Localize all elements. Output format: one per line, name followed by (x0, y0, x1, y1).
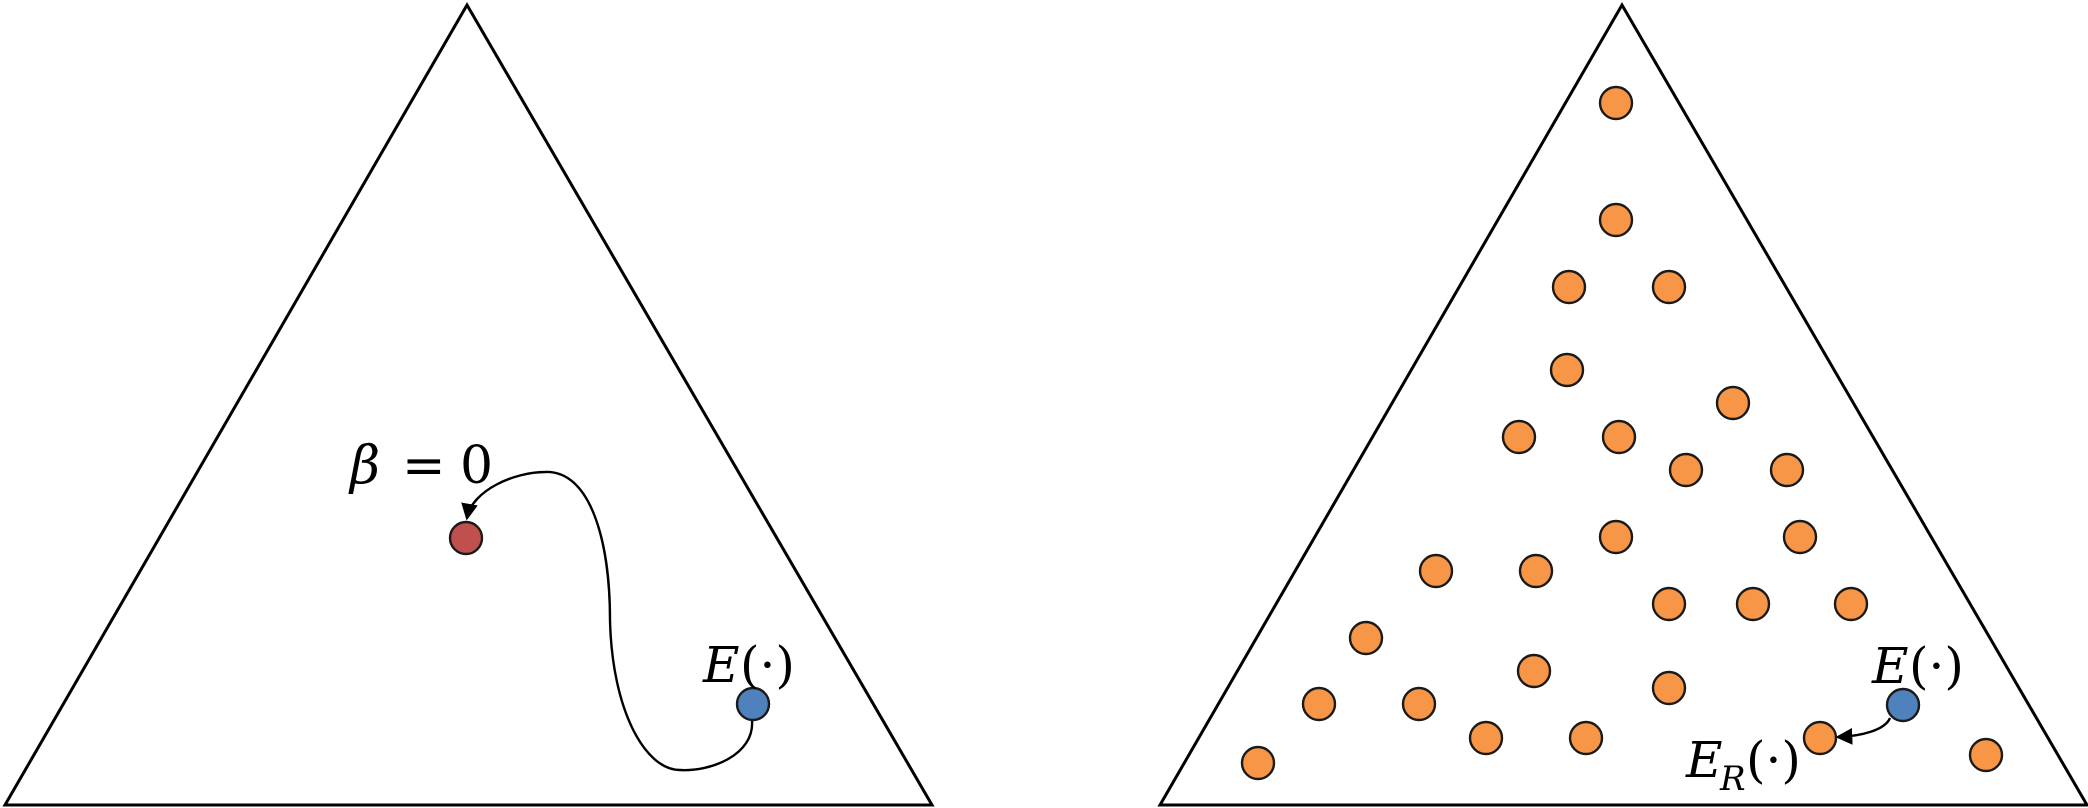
sample-dot (1568, 720, 1604, 756)
sample-dot (1418, 553, 1454, 589)
sample-dot (1715, 385, 1751, 421)
sample-dot (1651, 586, 1687, 622)
left-trajectory-arrow (461, 470, 754, 772)
expert-label-left: E (·) (702, 636, 795, 694)
right-simplex-triangle (1157, 2, 2088, 807)
sample-dot (1468, 720, 1504, 756)
sample-dot (1240, 745, 1276, 781)
sample-dot (1651, 269, 1687, 305)
sample-dot (1551, 269, 1587, 305)
expert-label-right: E (·) (1871, 637, 1964, 695)
sample-dot (1598, 519, 1634, 555)
sample-dot (1501, 419, 1537, 455)
beta-zero-dot (448, 520, 484, 556)
sample-dot (1668, 452, 1704, 488)
sample-dot (1651, 670, 1687, 706)
retrieved-expert-label: E R (·) (1685, 731, 1801, 802)
sample-dot (1833, 586, 1869, 622)
sample-dot (1549, 352, 1585, 388)
sample-dots (1240, 85, 2004, 781)
expert-end-dot-left (735, 686, 771, 722)
sample-dot (1301, 686, 1337, 722)
sample-dot (1401, 686, 1437, 722)
sample-dot (1735, 586, 1771, 622)
beta-label: β = 0 (348, 436, 493, 496)
sample-dot (1598, 202, 1634, 238)
sample-dot (1516, 653, 1552, 689)
retrieval-arrow (1835, 717, 1892, 745)
left-panel: β = 0 E (·) (2, 2, 935, 807)
right-panel: E (·) E R (·) (1157, 2, 2088, 807)
retrieved-sample-dot (1802, 720, 1838, 756)
sample-dot (1968, 737, 2004, 773)
sample-dot (1769, 452, 1805, 488)
expert-dot-right (1885, 687, 1921, 723)
sample-dot (1782, 519, 1818, 555)
sample-dot (1348, 620, 1384, 656)
sample-dot (1598, 85, 1634, 121)
sample-dot (1601, 419, 1637, 455)
sample-dot (1518, 553, 1554, 589)
left-simplex-triangle (2, 2, 935, 807)
